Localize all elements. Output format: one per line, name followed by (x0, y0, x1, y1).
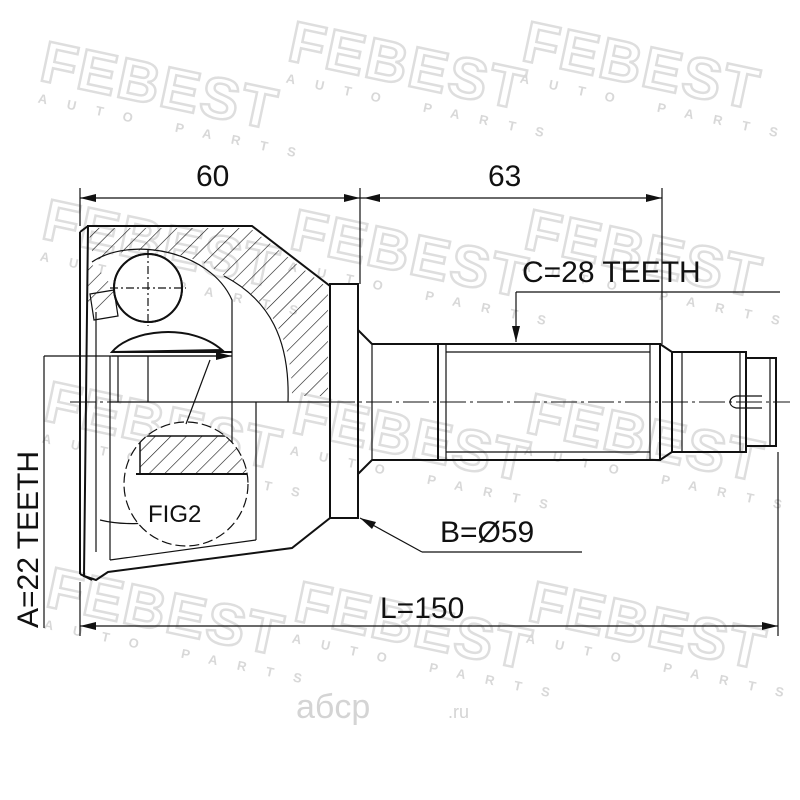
spline-a-callout: A=22 TEETH (12, 352, 232, 628)
fig2-leader (185, 359, 211, 425)
spline-a-label: A=22 TEETH (12, 451, 45, 628)
dimension-63: 63 (360, 160, 663, 344)
housing-section-hatch (88, 228, 328, 396)
inner-race (109, 331, 225, 354)
spline-section (437, 343, 661, 461)
diameter-b-callout: B=Ø59 (359, 516, 582, 553)
threaded-end (671, 351, 747, 453)
dimension-60: 60 (79, 160, 361, 284)
fig2-label: FIG2 (148, 501, 201, 528)
site-watermark-tld: .ru (448, 702, 469, 722)
drive-shaft (329, 283, 777, 519)
spline-c-callout: C=28 TEETH (512, 256, 780, 342)
shaft-collar (329, 283, 359, 519)
dimension-60-label: 60 (196, 160, 229, 193)
diameter-b-label: B=Ø59 (440, 516, 534, 549)
spline-c-label: C=28 TEETH (522, 256, 701, 289)
dimension-63-label: 63 (488, 160, 521, 193)
site-watermark: aбcp (296, 688, 370, 726)
length-l-dimension: L=150 (79, 452, 779, 636)
fig2-detail: FIG2 (123, 359, 249, 547)
length-l-label: L=150 (380, 592, 464, 625)
joint-housing (79, 225, 331, 582)
